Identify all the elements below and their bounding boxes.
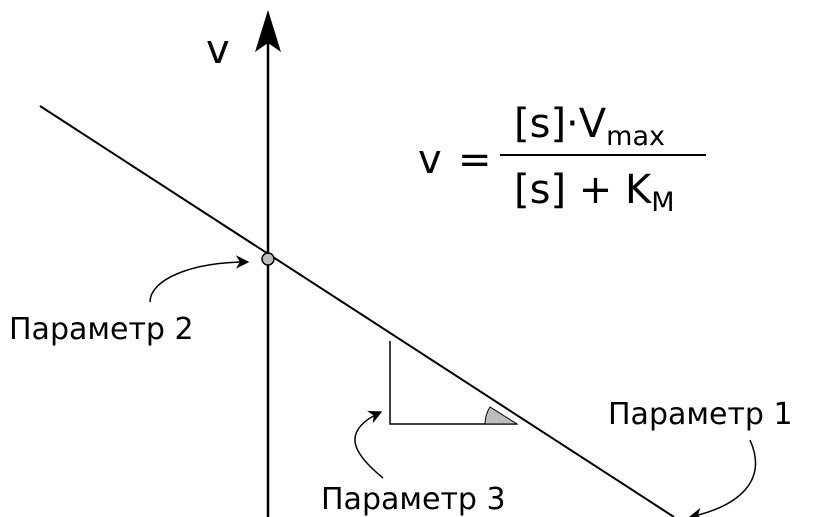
formula-lhs: v xyxy=(418,137,442,183)
param1-pointer xyxy=(688,439,757,517)
formula-equals: = xyxy=(458,137,492,183)
formula-denominator-main: [s] + K xyxy=(514,167,653,213)
intercept-marker xyxy=(261,252,275,266)
param2-label: Параметр 2 xyxy=(9,312,194,347)
slope-triangle xyxy=(389,341,517,425)
formula-denominator: [s] + KM xyxy=(514,167,675,218)
param1-label: Параметр 1 xyxy=(608,397,793,432)
formula-numerator-sub: max xyxy=(606,121,665,152)
param2-pointer xyxy=(149,255,250,303)
y-axis-label: v xyxy=(206,27,230,73)
formula-numerator-main: [s]·V xyxy=(514,101,607,147)
param3-pointer xyxy=(354,411,384,479)
formula-numerator: [s]·Vmax xyxy=(514,101,665,152)
y-axis-arrowhead xyxy=(255,10,281,52)
slope-angle-arc xyxy=(484,406,519,425)
regression-line xyxy=(39,105,675,517)
param3-label: Параметр 3 xyxy=(321,482,506,517)
formula-denominator-sub: M xyxy=(651,187,674,218)
